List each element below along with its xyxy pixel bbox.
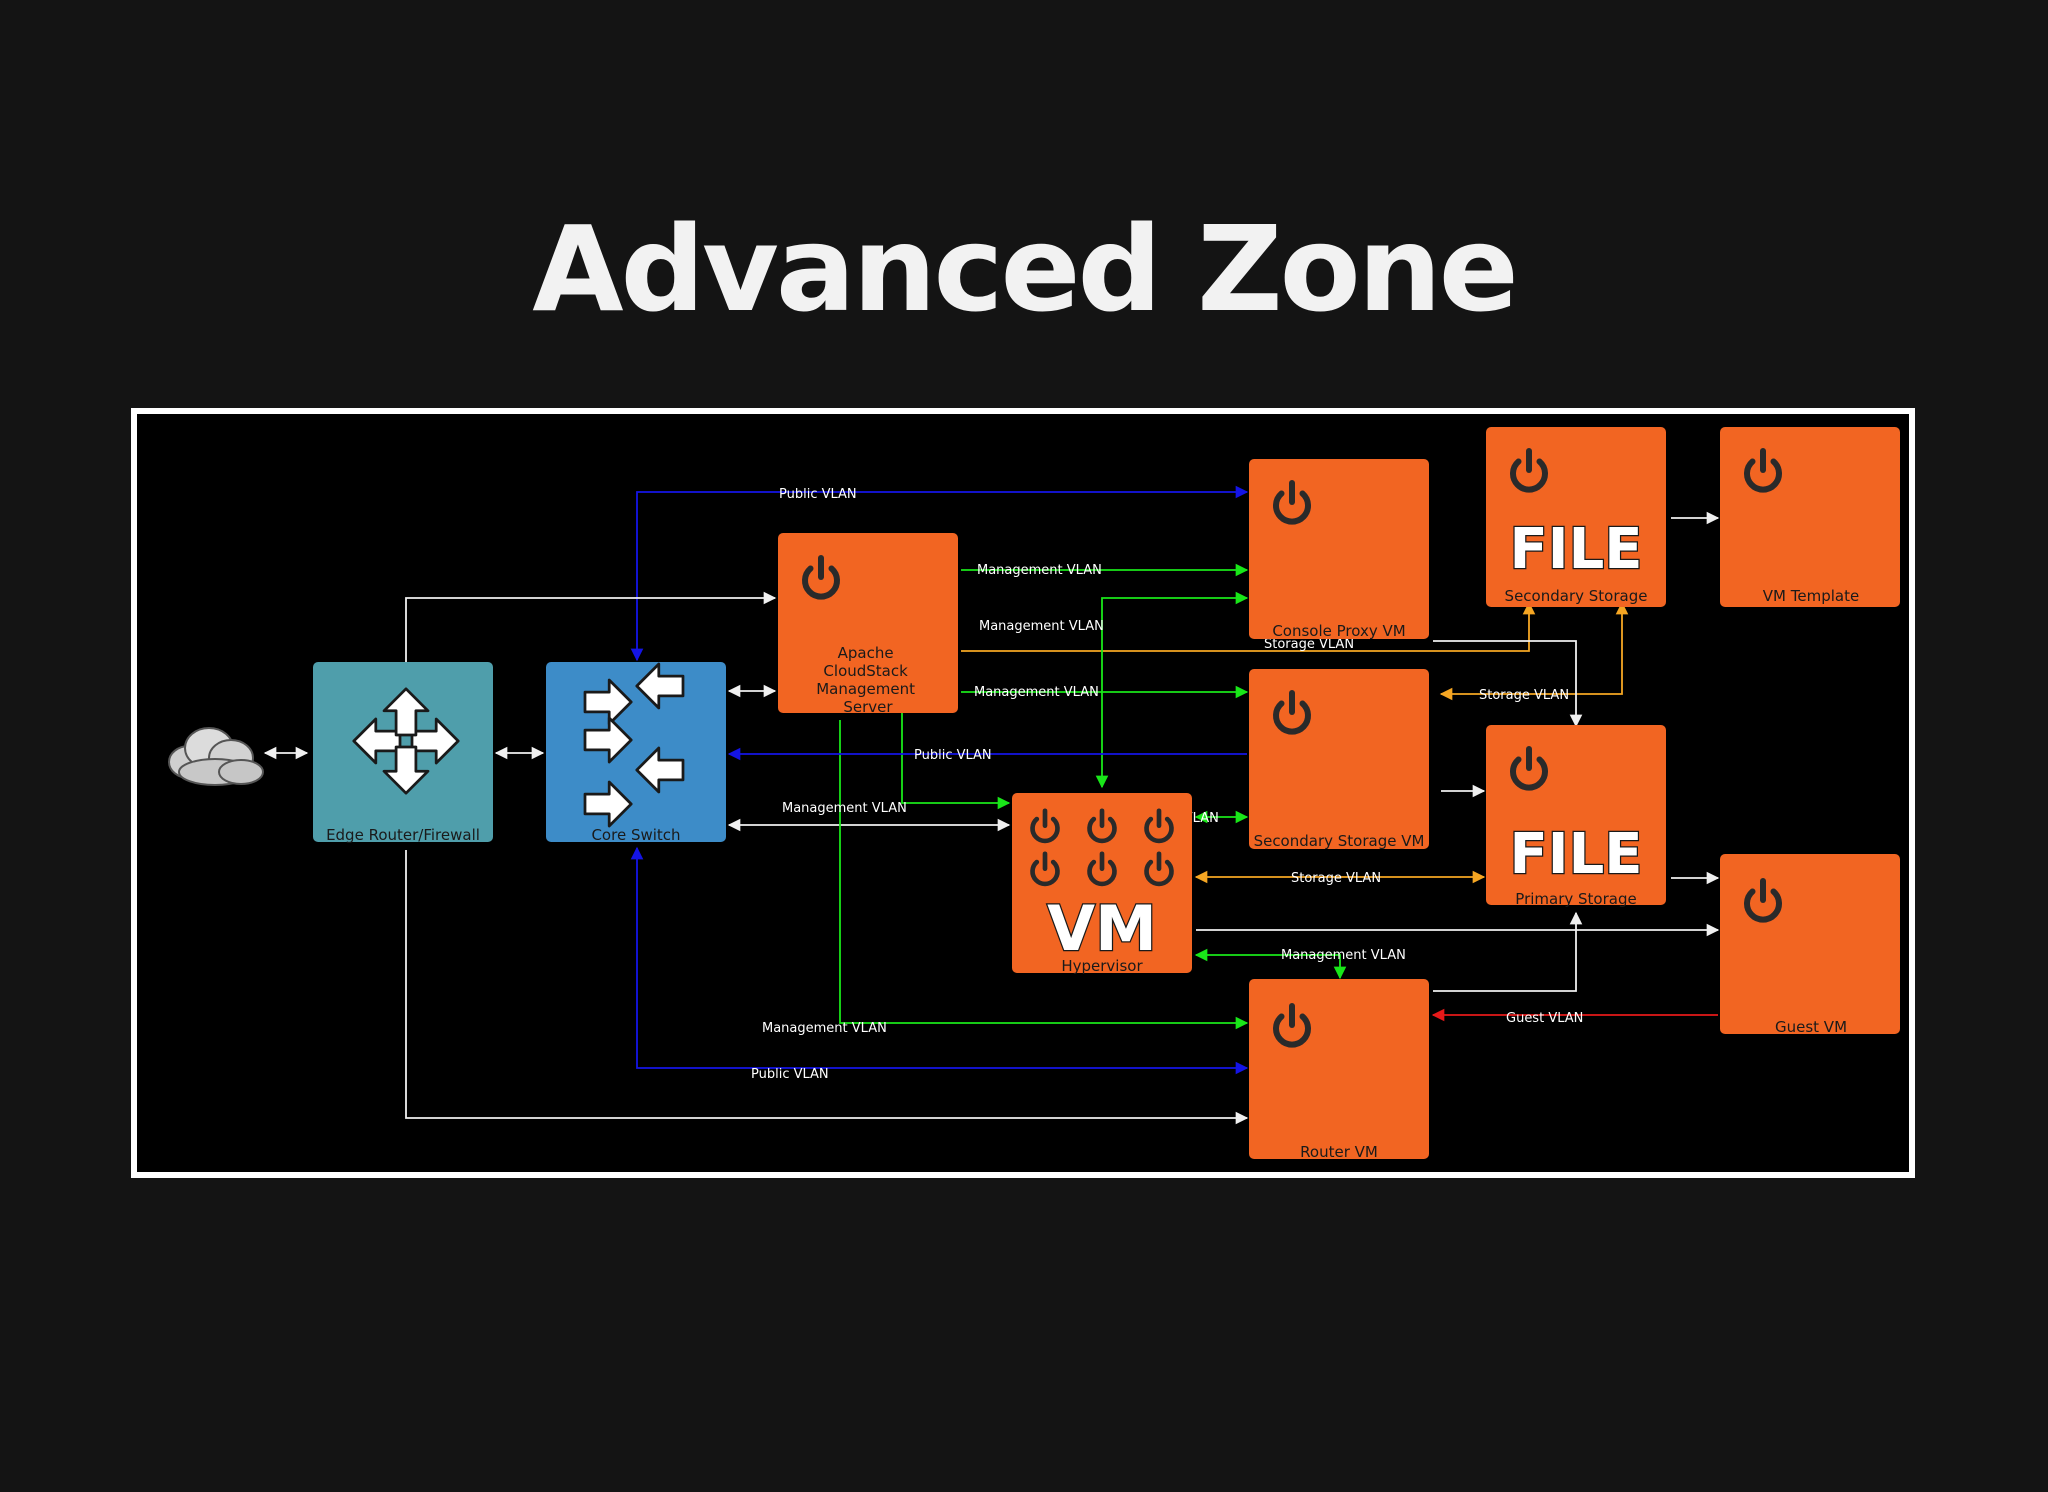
ssvm-label: Secondary Storage VM	[1254, 832, 1425, 850]
link-labels: Public VLAN Management VLAN Management V…	[751, 487, 1583, 1082]
console-to-hypervisor-link	[1095, 591, 1249, 789]
mgmt-server-label: Apache CloudStack Management Server	[816, 644, 920, 716]
mgmt-to-hypervisor-link	[901, 708, 1011, 810]
router-vm-label: Router VM	[1300, 1143, 1378, 1161]
hypervisor-label: Hypervisor	[1061, 957, 1143, 975]
mgmt-switch-hyp-label: Management VLAN	[782, 801, 907, 816]
guest-vlan-label: Guest VLAN	[1506, 1011, 1583, 1026]
connections	[263, 485, 1720, 1125]
edge-to-routervm-link	[405, 850, 1249, 1125]
network-diagram: Public VLAN Management VLAN Management V…	[137, 414, 1909, 1172]
edge-router-node[interactable]: Edge Router/Firewall	[313, 662, 493, 844]
storage-console-label: Storage VLAN	[1264, 637, 1354, 652]
mgmt-server-node[interactable]: Apache CloudStack Management Server	[778, 533, 958, 716]
diagram-frame: Public VLAN Management VLAN Management V…	[131, 408, 1915, 1178]
secondary-storage-label: Secondary Storage	[1505, 587, 1648, 605]
storage-ssvm-link	[1439, 601, 1629, 701]
core-switch-node[interactable]: Core Switch	[546, 662, 726, 844]
mgmt-bottom-label: Management VLAN	[762, 1021, 887, 1036]
public-vlan-top-label: Public VLAN	[779, 487, 857, 502]
public-vlan-bottom-link	[630, 846, 1249, 1075]
guest-vm-node[interactable]: Guest VM	[1720, 854, 1900, 1036]
slide-title: Advanced Zone	[532, 200, 1519, 338]
storage-ssvm-label: Storage VLAN	[1479, 688, 1569, 703]
public-vlan-bottom-label: Public VLAN	[751, 1067, 829, 1082]
hypervisor-badge: VM	[1047, 892, 1157, 965]
mgmt-to-secondary-label: Management VLAN	[979, 619, 1104, 634]
core-switch-label: Core Switch	[591, 826, 680, 844]
primary-storage-label: Primary Storage	[1515, 890, 1636, 908]
vm-template-node[interactable]: VM Template	[1720, 427, 1900, 607]
cloud-icon	[168, 727, 264, 786]
router-vm-node[interactable]: Router VM	[1249, 979, 1429, 1161]
vm-template-label: VM Template	[1763, 587, 1859, 605]
console-proxy-label: Console Proxy VM	[1272, 622, 1405, 640]
public-vlan-ssvm-label: Public VLAN	[914, 748, 992, 763]
mgmt-to-console-label: Management VLAN	[977, 563, 1102, 578]
edge-router-label: Edge Router/Firewall	[326, 826, 480, 844]
primary-storage-badge: FILE	[1509, 822, 1642, 887]
edge-to-mgmt-link	[405, 591, 777, 662]
mgmt-router-hyp-label: Management VLAN	[1281, 948, 1406, 963]
primary-storage-node[interactable]: FILE Primary Storage	[1486, 725, 1666, 908]
ssvm-node[interactable]: Secondary Storage VM	[1249, 669, 1429, 850]
hypervisor-node[interactable]: VM Hypervisor	[1012, 793, 1192, 975]
mgmt-to-ssvm-label: Management VLAN	[974, 685, 1099, 700]
public-vlan-top-link	[630, 485, 1249, 662]
guest-vm-label: Guest VM	[1775, 1018, 1847, 1036]
console-to-primary-link	[1433, 640, 1583, 728]
routervm-to-primary-link	[1433, 911, 1583, 992]
storage-hyp-label: Storage VLAN	[1291, 871, 1381, 886]
secondary-storage-node[interactable]: FILE Secondary Storage	[1486, 427, 1666, 607]
secondary-storage-badge: FILE	[1509, 517, 1642, 582]
console-proxy-node[interactable]: Console Proxy VM	[1249, 459, 1429, 640]
